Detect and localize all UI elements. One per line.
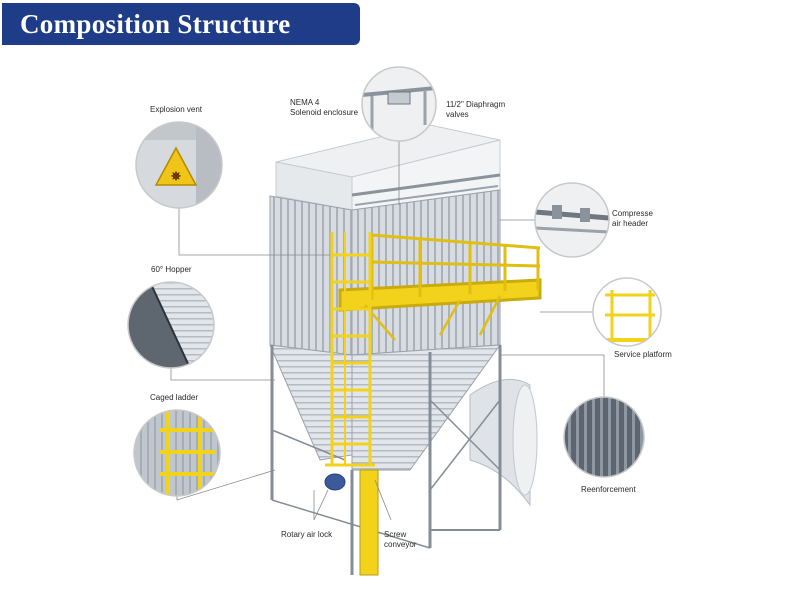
label-diaphragm-line1: 11/2" Diaphragm [446,100,506,109]
service-platform-detail [592,277,662,347]
page-title: Composition Structure [20,8,291,39]
title-banner: Composition Structure [2,3,360,45]
explosion-vent-detail: ✸ [135,121,223,209]
caged-ladder [325,232,375,467]
label-nema-line1: NEMA 4 [290,98,320,107]
dust-collector-machine [269,124,542,576]
compressed-air-header-detail [534,182,610,258]
caged-ladder-detail [133,409,221,497]
air-header-pipe [351,173,501,197]
label-hopper: 60° Hopper [151,265,192,274]
diaphragm-valves-detail [361,66,437,142]
screw-conveyor [359,469,379,576]
support-legs [270,345,502,575]
label-compress-line1: Compresse [612,209,653,218]
label-screw-line1: Screw [384,530,406,539]
svg-text:✸: ✸ [170,169,182,185]
leader-lines [170,141,605,521]
reenforcement-detail [563,396,645,478]
hopper-right [351,344,502,471]
label-screw-line2: conveyor [384,540,417,549]
left-wall [269,195,353,356]
callout-labels: Explosion vent NEMA 4 Solenoid enclosure… [150,98,672,549]
label-service-platform: Service platform [614,350,672,359]
warning-sign-icon [154,146,198,186]
service-platform [338,233,542,341]
label-rotary-air-lock: Rotary air lock [281,530,333,539]
hopper-detail [127,281,215,369]
label-explosion-vent: Explosion vent [150,105,203,114]
label-compress-line2: air header [612,219,648,228]
right-wall [351,189,501,356]
rotary-air-lock [324,473,346,491]
label-nema-line2: Solenoid enclosure [290,108,359,117]
label-diaphragm-line2: valves [446,110,469,119]
label-reenforcement: Reenforcement [581,485,636,494]
label-caged-ladder: Caged ladder [150,393,198,402]
